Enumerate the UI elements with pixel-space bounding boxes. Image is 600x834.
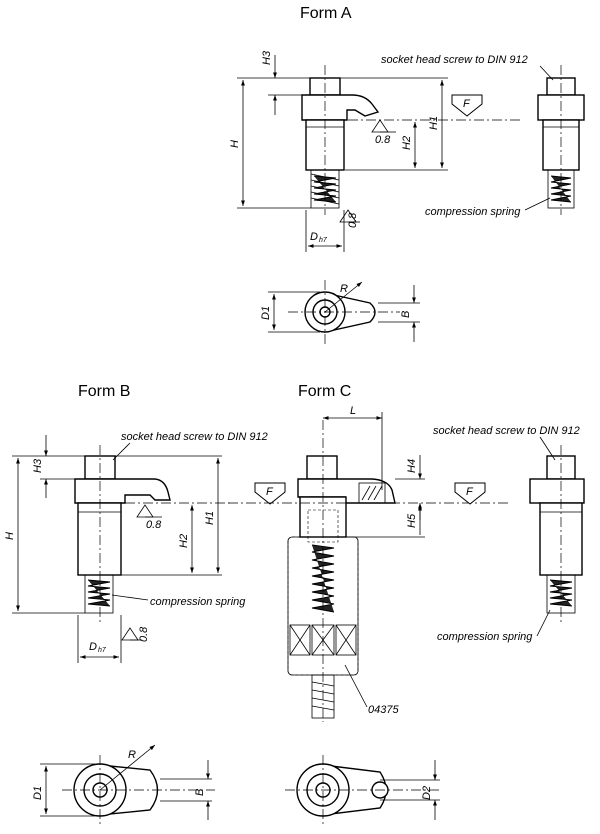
dim-l: L (350, 405, 356, 417)
form-b-top-view: D1 B R (32, 744, 215, 826)
force-label: F (463, 98, 471, 110)
dim-d2: D2 (421, 786, 433, 800)
dim-h1: H1 (428, 116, 440, 130)
form-a-top-view: D1 B R (260, 280, 420, 345)
dim-h3-b: H3 (32, 458, 44, 473)
form-c-top-view: D2 (285, 755, 440, 826)
dim-h3: H3 (261, 50, 273, 65)
dim-h2-b: H2 (178, 534, 190, 548)
force-arrow (451, 94, 483, 117)
dim-b-a: B (400, 311, 412, 318)
note-spring-c: compression spring (437, 631, 533, 643)
dim-h4: H4 (406, 459, 418, 473)
dim-r-a: R (340, 283, 348, 295)
dim-d: D (310, 231, 318, 243)
dim-r-b: R (128, 749, 136, 761)
form-c-title: Form C (298, 383, 351, 400)
force-label-c: F (466, 486, 474, 498)
form-a-side-view: Form A H H3 H1 (229, 5, 520, 252)
form-a-title: Form A (300, 5, 352, 22)
note-socket-screw-b: socket head screw to DIN 912 (121, 431, 268, 443)
dim-h: H (229, 140, 241, 148)
note-spring-b: compression spring (150, 596, 246, 608)
note-socket-screw-c: socket head screw to DIN 912 (433, 425, 580, 437)
roughness-label-b2: 0.8 (138, 626, 150, 642)
note-spring-a: compression spring (425, 206, 521, 218)
dim-h-b: H (4, 532, 16, 540)
note-socket-screw-a: socket head screw to DIN 912 (381, 54, 528, 66)
dim-h1-b: H1 (204, 511, 216, 525)
dim-d-tolerance: h7 (319, 237, 328, 244)
roughness-label: 0.8 (375, 134, 391, 146)
dim-d-b: D (89, 641, 97, 653)
dim-h2: H2 (401, 136, 413, 150)
note-part-number: 04375 (368, 704, 399, 716)
dim-h5: H5 (406, 513, 418, 528)
cam-lever (301, 94, 380, 121)
roughness-label-b: 0.8 (146, 519, 162, 531)
form-c-front-view: socket head screw to DIN 912 compression… (433, 425, 585, 643)
form-c-side-view: Form C L H4 H5 F 0 (228, 383, 510, 722)
dim-d1-b: D1 (32, 786, 44, 800)
roughness-label-2: 0.8 (347, 212, 359, 228)
force-label-b: F (266, 486, 274, 498)
form-a-front-view: socket head screw to DIN 912 compression… (381, 54, 585, 218)
form-b-side-view: Form B H H3 H1 H2 0.8 socket head screw … (4, 383, 286, 663)
dim-d-tolerance-b: h7 (98, 647, 107, 654)
form-b-title: Form B (78, 383, 130, 400)
roughness-symbol (371, 119, 389, 133)
dim-d1-a: D1 (260, 306, 272, 320)
dim-b-b: B (194, 789, 206, 796)
